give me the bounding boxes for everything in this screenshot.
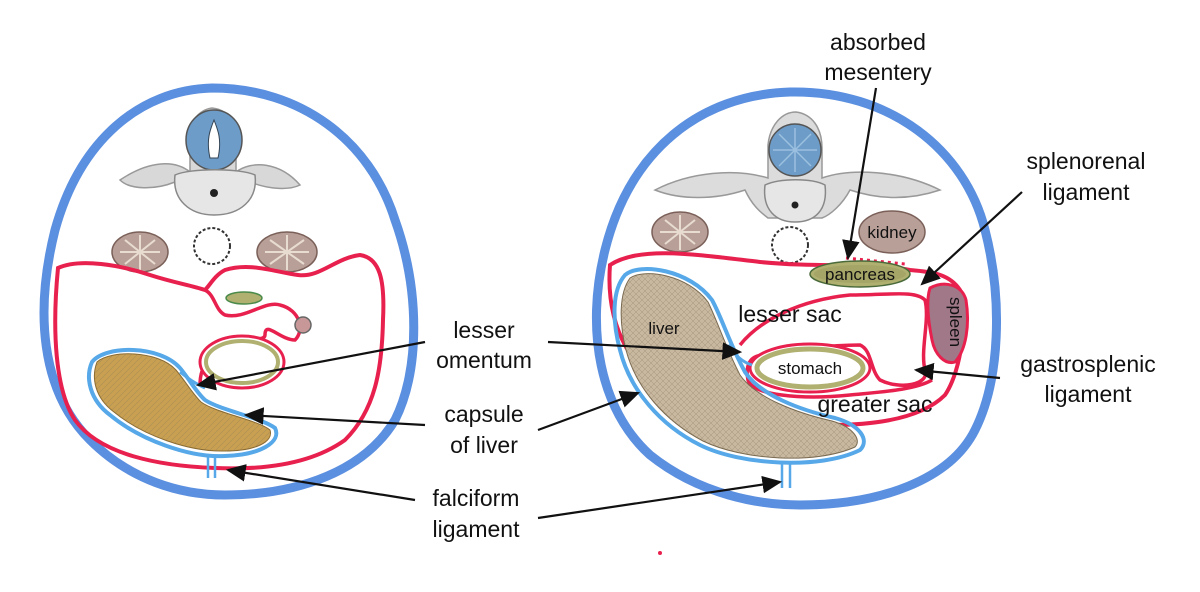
right-liver-capsule: [612, 267, 866, 465]
arrow-falciform-right: [537, 475, 783, 520]
arrow-lesser-omentum-left: [195, 340, 426, 391]
label-liver: liver: [648, 319, 680, 338]
arrow-lesser-omentum-right: [547, 340, 743, 360]
right-lesser-sac-wall: [738, 292, 933, 399]
label-lesser-sac: lesser sac: [738, 301, 842, 327]
right-falciform-ligament: [780, 462, 792, 488]
left-vertebra: [118, 107, 302, 216]
label-spleen: spleen: [946, 297, 965, 347]
arrow-capsule-left: [243, 407, 426, 427]
arrow-capsule-right: [537, 390, 641, 432]
arrow-falciform-left: [225, 464, 416, 502]
label-kidney: kidney: [867, 223, 917, 242]
left-body-wall: [39, 83, 419, 500]
right-vertebra: [653, 111, 942, 223]
left-aorta: [193, 227, 231, 265]
arrow-gastrosplenic: [913, 362, 1001, 381]
label-gastrosplenic-line1: gastrosplenic: [1020, 351, 1156, 377]
label-splenorenal-line2: ligament: [1043, 179, 1131, 205]
label-stomach: stomach: [778, 359, 842, 378]
label-capsule-line2: of liver: [450, 432, 518, 458]
label-splenorenal-line1: splenorenal: [1027, 148, 1146, 174]
label-absorbed-line1: absorbed: [830, 29, 926, 55]
labels: lesser omentum capsule of liver falcifor…: [433, 29, 1156, 542]
label-gastrosplenic-line2: ligament: [1045, 381, 1133, 407]
label-capsule-line1: capsule: [444, 401, 523, 427]
right-stomach: [748, 342, 872, 394]
label-absorbed-line2: mesentery: [824, 59, 932, 85]
left-liver-capsule: [87, 347, 279, 459]
left-spleen: [294, 316, 312, 334]
left-parietal-peritoneum: [53, 252, 386, 471]
right-aorta: [771, 226, 809, 264]
label-falciform-line1: falciform: [433, 485, 520, 511]
arrows: [195, 87, 1023, 520]
label-lesser-line2: omentum: [436, 347, 532, 373]
left-pancreas-tube: [225, 291, 263, 305]
label-pancreas: pancreas: [825, 265, 895, 284]
right-section: [592, 87, 1001, 510]
right-spleen: [926, 282, 969, 365]
label-lesser-line1: lesser: [453, 317, 515, 343]
left-stomach: [198, 334, 286, 390]
right-kidney-2: [858, 210, 926, 254]
label-greater-sac: greater sac: [817, 391, 932, 417]
left-section: [39, 83, 419, 500]
arrow-splenorenal: [920, 191, 1023, 286]
stray-dot: [658, 551, 662, 555]
left-falciform-ligament: [206, 455, 217, 478]
label-falciform-line2: ligament: [433, 516, 521, 542]
arrow-absorbed-mesentery: [842, 87, 878, 261]
right-body-wall: [592, 87, 1001, 510]
